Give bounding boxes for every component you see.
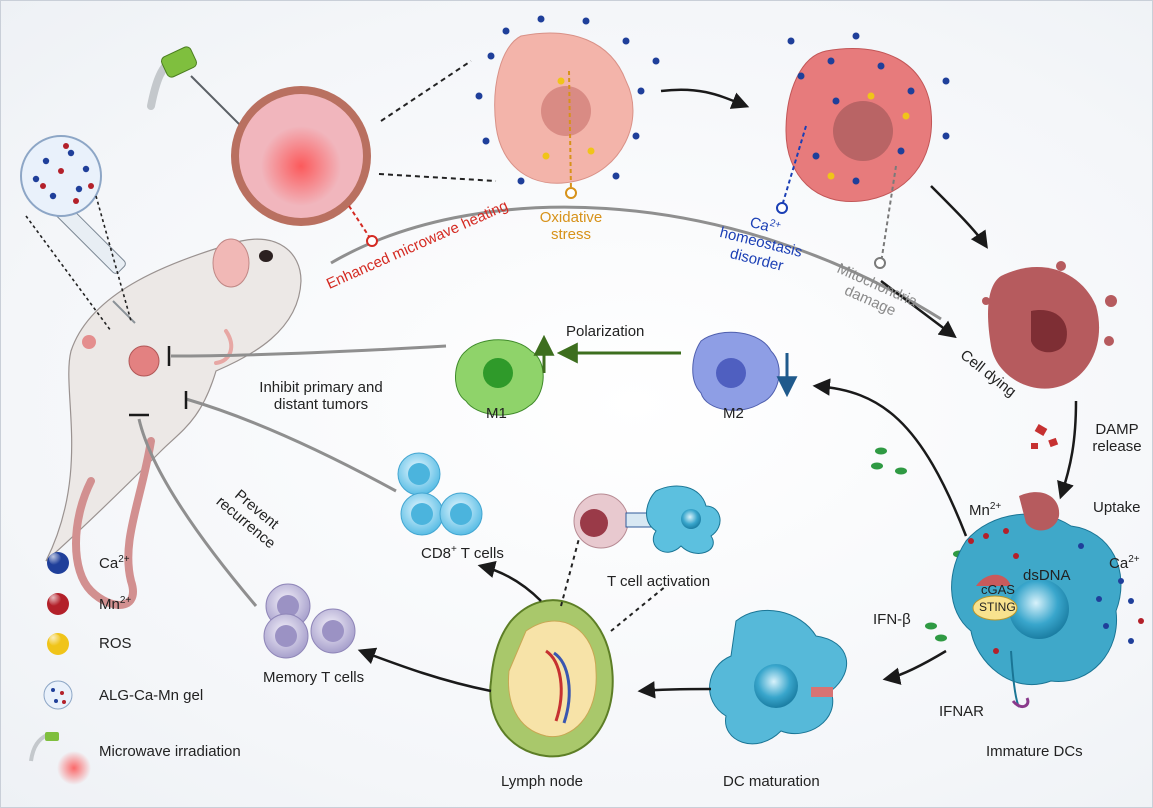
memory-t-cells-illustration	[263, 583, 356, 659]
dsdna-label: dsDNA	[1023, 567, 1071, 584]
legend-calcium-label: Ca2+	[99, 554, 130, 572]
m2-label: M2	[723, 405, 744, 422]
immature-dc-illustration	[951, 492, 1144, 709]
t-cell-activation-illustration	[573, 485, 721, 554]
memory-t-cells-label: Memory T cells	[263, 669, 365, 686]
mature-dc-illustration	[709, 609, 848, 745]
lymph-node-label: Lymph node	[501, 773, 584, 790]
dc-maturation-label: DC maturation	[723, 773, 820, 790]
legend-manganese-label: Mn2+	[99, 595, 131, 613]
uptake-label: Uptake	[1093, 499, 1141, 516]
ca-homeostasis-charge: 2+	[768, 217, 783, 232]
cd8-suffix: T cells	[456, 545, 504, 562]
legend-manganese-charge: 2+	[119, 595, 132, 606]
tumor-process-arc	[330, 205, 942, 321]
legend-manganese-ion: Mn	[99, 596, 120, 613]
cd8-sup: +	[451, 544, 457, 555]
heated-tumor-illustration	[231, 86, 378, 247]
cgas-label: cGAS	[981, 582, 1015, 597]
cd8-t-cells-label: CD8+ T cells	[421, 544, 504, 562]
m2-macrophage-illustration	[692, 331, 780, 411]
tumor-cell-stressed	[776, 32, 950, 269]
t-cell-activation-label: T cell activation	[607, 573, 711, 590]
ca-ion-charge: 2+	[1128, 554, 1140, 565]
damp-release-label: DAMP release	[1092, 421, 1142, 456]
gel-zoom-circle	[20, 135, 132, 332]
dying-cell-illustration	[982, 261, 1117, 389]
lymph-node-illustration	[489, 599, 614, 758]
inhibit-tumors-label: Inhibit primary and distant tumors	[259, 379, 383, 414]
sting-label: STING	[979, 600, 1016, 614]
mn-ion-charge: 2+	[989, 501, 1002, 512]
mouse-illustration	[45, 238, 302, 609]
cd8-prefix: CD8	[421, 545, 452, 562]
legend-gel-label: ALG-Ca-Mn gel	[99, 687, 204, 704]
legend-calcium-ion: Ca	[99, 555, 119, 572]
cell-dying-arrow	[880, 280, 957, 339]
ca-ion-symbol: Ca	[1109, 555, 1129, 572]
immature-dcs-label: Immature DCs	[986, 743, 1083, 760]
damp-fragments	[1031, 424, 1059, 449]
m1-macrophage-illustration	[455, 339, 544, 416]
ifnar-label: IFNAR	[939, 703, 984, 720]
ca-ion-label: Ca2+	[1109, 554, 1140, 572]
polarization-label: Polarization	[566, 323, 645, 340]
legend-ros-label: ROS	[99, 635, 132, 652]
legend-icons	[29, 552, 91, 785]
tumor-cell-oxidative	[475, 15, 660, 199]
m1-label: M1	[486, 405, 507, 422]
legend-microwave-label: Microwave irradiation	[99, 743, 241, 760]
cd8-t-cells-illustration	[397, 452, 483, 536]
ifn-beta-label: IFN-β	[873, 611, 911, 628]
oxidative-stress-label: Oxidative stress	[539, 209, 603, 244]
mn-ion-symbol: Mn	[969, 502, 990, 519]
mn-ion-label: Mn2+	[969, 501, 1001, 519]
legend-calcium-charge: 2+	[118, 554, 130, 565]
